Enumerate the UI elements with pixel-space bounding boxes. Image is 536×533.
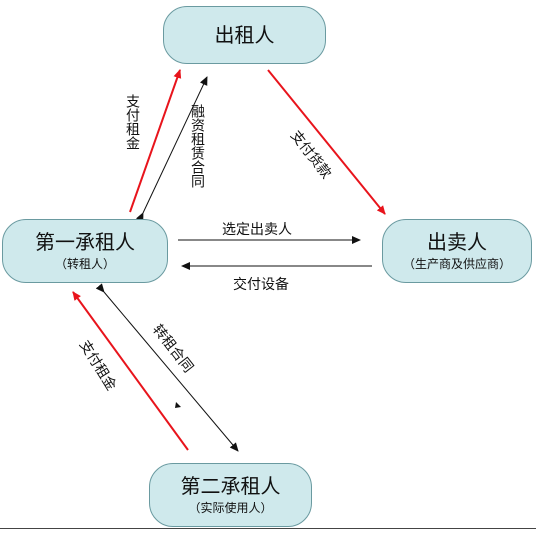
arrow-sublease-contract — [95, 283, 239, 452]
node-lessor: 出租人 — [163, 6, 326, 64]
arrow-finance-lease-contract — [135, 76, 208, 222]
node-lessor-title: 出租人 — [214, 23, 275, 47]
node-second-lessee: 第二承租人 （实际使用人） — [149, 463, 312, 527]
node-first-lessee: 第一承租人 （转租人） — [2, 219, 168, 283]
node-first-lessee-title: 第一承租人 — [35, 230, 135, 254]
label-deliver-equipment: 交付设备 — [233, 277, 289, 293]
label-pay-rent-1-wrap: 支付租金 — [100, 94, 140, 174]
label-pay-rent-1: 支付租金 — [124, 94, 140, 150]
bottom-rule — [0, 528, 536, 529]
node-first-lessee-subtitle: （转租人） — [54, 257, 115, 271]
label-finance-lease-contract: 融资租赁合同 — [189, 104, 205, 188]
small-triangle-mark — [175, 402, 181, 408]
arrow-pay-goods — [267, 69, 386, 215]
node-second-lessee-title: 第二承租人 — [180, 474, 281, 498]
node-seller-title: 出卖人 — [427, 230, 487, 254]
node-seller: 出卖人 （生产商及供应商） — [382, 219, 532, 283]
label-select-seller: 选定出卖人 — [222, 222, 292, 238]
node-second-lessee-subtitle: （实际使用人） — [188, 501, 273, 515]
node-seller-subtitle: （生产商及供应商） — [402, 257, 511, 271]
